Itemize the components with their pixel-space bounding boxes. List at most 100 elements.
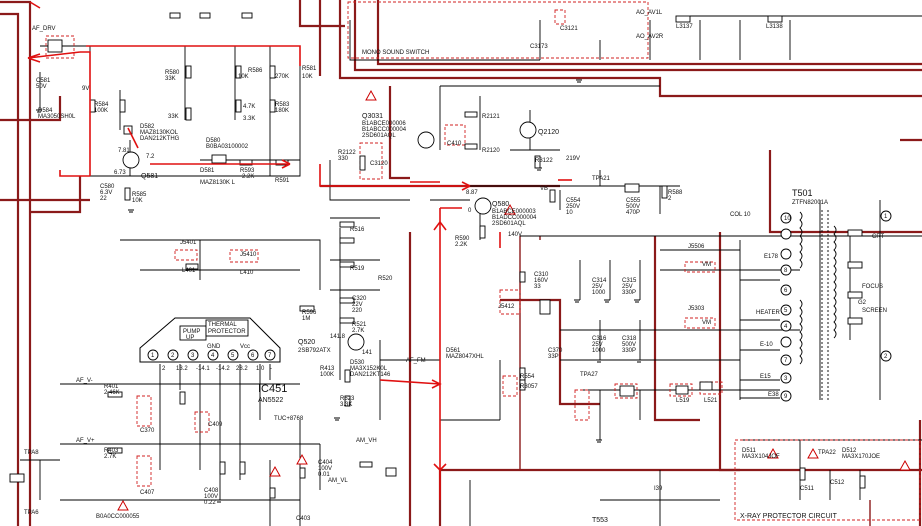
c3170-label: C3173 — [530, 44, 548, 50]
q3031-label: Q3031 — [362, 113, 383, 120]
d511-part: MA3X104JOF — [742, 454, 780, 460]
section-boxes — [45, 1, 921, 521]
ic-pin-5: 5 — [231, 353, 235, 359]
c555-label: C555 — [626, 198, 641, 204]
r523-label: R521 — [352, 322, 367, 328]
mono-sound-label: MONO SOUND SWITCH — [362, 50, 429, 56]
r403-label: R401 — [104, 384, 119, 390]
r405-label: R403 — [104, 448, 119, 454]
r519-label: R516 — [350, 227, 365, 233]
c316-label: C316 — [592, 336, 607, 342]
c581-label: C581 — [36, 78, 51, 84]
r593-label: R593 — [240, 168, 255, 174]
c3120-label: C410 — [447, 141, 462, 147]
r590-label: R590 — [455, 236, 470, 242]
net-vm-2: VM — [702, 320, 711, 326]
ic-v2: 13.2 — [176, 366, 188, 372]
q580-part-1: B1ABCE000003 — [492, 209, 536, 215]
c554-val-2: 10 — [566, 210, 573, 216]
c408-label: C408 — [204, 488, 219, 494]
c318-label: C318 — [622, 336, 637, 342]
val-100k-b: 100K — [320, 372, 334, 378]
t501-part: ZTFN82001A — [792, 200, 828, 206]
d530-part-2: DAN212KT146 — [350, 372, 391, 378]
labels: IC451 AN5522 PUMP UP THERMAL PROTECTOR G… — [24, 10, 888, 524]
r583-label: R583 — [275, 102, 290, 108]
val-330: 330 — [338, 156, 349, 162]
c315-val-2: 330P — [622, 290, 636, 296]
c370-val: 33P — [548, 354, 559, 360]
j5410-label: J5410 — [240, 252, 257, 258]
l3138-label: L3138 — [766, 24, 783, 30]
net-vb: VB — [540, 186, 548, 192]
val-270k: 270K — [275, 74, 289, 80]
ic-pin-7: 7 — [268, 353, 272, 359]
t501-crt: CRT — [872, 234, 885, 240]
c310-label: C310 — [534, 272, 549, 278]
d582-part-1: MAZ8130KOL — [140, 130, 179, 136]
ic-v3: -14.1 — [196, 366, 210, 372]
l521-label: L521 — [704, 398, 718, 404]
misc-tuc: TUC+8768 — [274, 416, 304, 422]
q520-label: Q520 — [298, 339, 315, 346]
d511-label: D511 — [742, 448, 757, 454]
l519-label: L519 — [676, 398, 690, 404]
transistor-symbols — [122, 121, 537, 351]
nv-141: 141 — [362, 350, 373, 356]
net-afdrv: AF_DRV — [32, 26, 56, 32]
d584-part: MA3050SH0L — [38, 114, 76, 120]
xray-label: X-RAY PROTECTOR CIRCUIT — [740, 513, 838, 520]
ground-symbols — [36, 79, 642, 503]
val-33k-b: 33K — [168, 114, 179, 120]
c580-label: C580 — [100, 184, 115, 190]
val-10k-b: 10K — [302, 74, 313, 80]
val-100k: 100K — [94, 108, 108, 114]
d530-label: D530 — [350, 360, 365, 366]
nv-1418: 141.8 — [330, 334, 346, 340]
c314-label: C314 — [592, 278, 607, 284]
c320-label: C320 — [352, 296, 367, 302]
ic-pin-2: 2 — [171, 353, 175, 359]
net-aoav1l: AO_AV1L — [636, 10, 663, 16]
d512-part: MA3X170JOE — [842, 454, 880, 460]
net-vm: VM — [702, 262, 711, 268]
nv-72: 7.2 — [146, 154, 155, 160]
c554-val: 250V — [566, 204, 580, 210]
j5303-label: J5303 — [688, 306, 705, 312]
val-33k-c: 3.3K — [243, 116, 255, 122]
d582-label: D582 — [140, 124, 155, 130]
c310-val-2: 33 — [534, 284, 541, 290]
c511-label: C511 — [800, 486, 815, 492]
val-33k: 33K — [165, 76, 176, 82]
net-amvl: AM_VL — [328, 478, 348, 484]
q520-part: 2SB792ATX — [298, 348, 331, 354]
ic-pump-label: PUMP — [183, 329, 200, 335]
t501-focus: FOCUS — [862, 284, 883, 290]
d581-part: MAZ8130K L — [200, 180, 236, 186]
val-180k: 180K — [275, 108, 289, 114]
t501-e15: E15 — [760, 374, 771, 380]
l3137-label: L3137 — [676, 24, 693, 30]
net-affm: AF_FM — [406, 358, 426, 364]
nv-673: 6.73 — [114, 170, 126, 176]
nv-0: 0 — [468, 208, 472, 214]
c555-val: 500V — [626, 204, 640, 210]
ic-thermal-label: THERMAL — [208, 322, 237, 328]
t501-pin7: 7 — [784, 358, 788, 364]
j5412-label: J5412 — [498, 304, 515, 310]
c580-val-2: 22 — [100, 196, 107, 202]
r3057-label: R2122 — [338, 150, 356, 156]
t501-pin3: 3 — [784, 376, 788, 382]
c315-label: C315 — [622, 278, 637, 284]
r581-label: R581 — [302, 66, 317, 72]
d530-part-1: MA3X152K0L — [350, 366, 388, 372]
ic-gnd-label: GND — [207, 344, 221, 350]
net-aoav2r: AO_AV2R — [636, 34, 664, 40]
r525-label: R523 — [340, 396, 355, 402]
r2122-label: R2121 — [482, 114, 500, 120]
c403-label: C403 — [296, 516, 311, 522]
ic-pin-3: 3 — [191, 353, 195, 359]
c314-val-2: 1000 — [592, 290, 606, 296]
